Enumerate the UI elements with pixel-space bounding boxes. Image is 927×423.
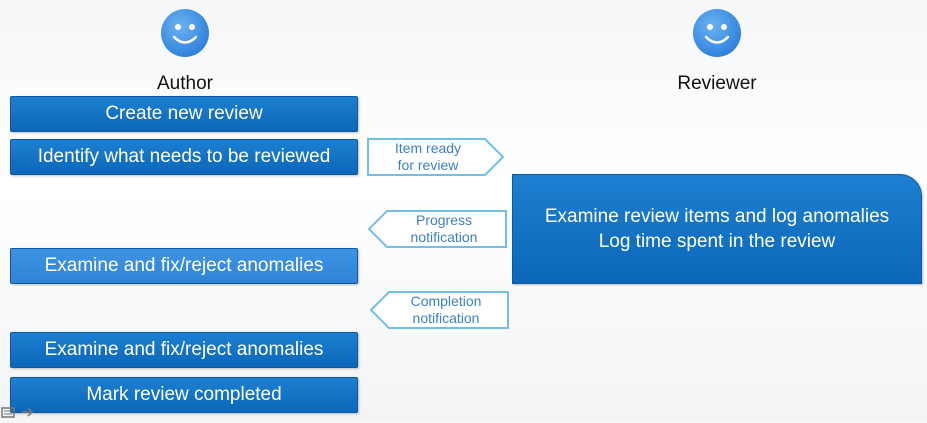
step-identify-items: Identify what needs to be reviewed	[10, 139, 358, 175]
left-arrow-icon	[367, 210, 507, 248]
item-ready-arrow: Item ready for review	[367, 138, 505, 176]
step-examine-fix-anomalies-1: Examine and fix/reject anomalies	[10, 248, 358, 284]
completion-notification-arrow: Completion notification	[369, 291, 509, 329]
step-create-new-review: Create new review	[10, 96, 358, 132]
progress-line-2: notification	[410, 229, 478, 245]
step-examine-fix-anomalies-2: Examine and fix/reject anomalies	[10, 332, 358, 368]
author-actor: Author	[125, 8, 245, 95]
item-ready-line-1: Item ready	[394, 140, 462, 156]
left-arrow-icon	[369, 291, 509, 329]
completion-line-2: notification	[412, 310, 480, 326]
item-ready-line-2: for review	[397, 157, 459, 173]
step-mark-review-completed: Mark review completed	[10, 377, 358, 413]
slide-nav-icon[interactable]	[0, 404, 52, 419]
right-arrow-icon	[367, 138, 505, 176]
smiley-face-icon	[161, 9, 209, 57]
slide-nav-icons[interactable]	[0, 404, 52, 419]
reviewer-task-box: Examine review items and log anomalies L…	[512, 174, 922, 284]
reviewer-actor: Reviewer	[657, 8, 777, 95]
reviewer-label: Reviewer	[677, 73, 757, 94]
progress-notification-arrow: Progress notification	[367, 210, 507, 248]
author-label: Author	[157, 73, 213, 94]
reviewer-task-line-2: Log time spent in the review	[598, 231, 836, 252]
reviewer-task-line-1: Examine review items and log anomalies	[544, 206, 890, 227]
completion-line-1: Completion	[410, 293, 482, 309]
smiley-face-icon	[693, 9, 741, 57]
progress-line-1: Progress	[415, 212, 473, 228]
